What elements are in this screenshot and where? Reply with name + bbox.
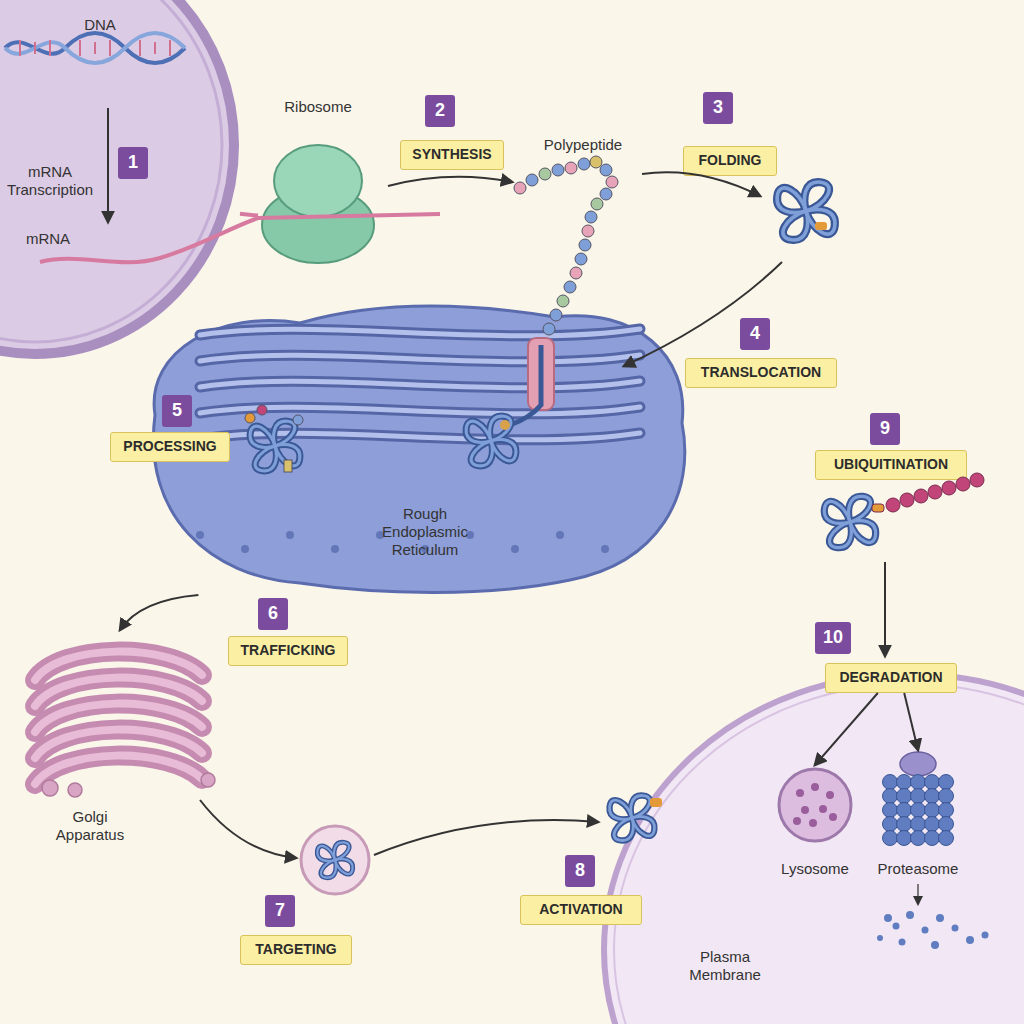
callout-number: 10 (815, 622, 851, 654)
plasma-membrane: Plasma MembraneLysosomeProteasome (600, 670, 1024, 1024)
ribosome: Ribosome (258, 135, 378, 265)
flow-arrow (815, 693, 878, 765)
step-name: PROCESSING (123, 439, 216, 454)
step-label: DEGRADATION (825, 663, 957, 693)
step-label: TRAFFICKING (228, 636, 348, 666)
step-name: TARGETING (255, 942, 336, 957)
dna-helix (5, 33, 185, 63)
callout-number: 5 (172, 401, 182, 421)
step-name: TRAFFICKING (241, 643, 336, 658)
structure-label: Polypeptide (528, 136, 638, 154)
callout-number: 3 (713, 98, 723, 118)
callout-number: 1 (128, 153, 138, 173)
callout-number: 5 (162, 395, 192, 427)
activation-arrow (374, 820, 598, 855)
lysosome: Lysosome (775, 765, 855, 845)
targeting-arrow (200, 800, 296, 858)
ubiquitinated-protein (824, 496, 875, 547)
translocon (528, 338, 554, 410)
callout-number: 2 (435, 101, 445, 121)
active-tag (650, 798, 662, 807)
callout-number: 1 (118, 147, 148, 179)
callout-number: 8 (565, 855, 595, 887)
vesicle-protein (317, 842, 352, 877)
step-name: ACTIVATION (539, 902, 622, 917)
step-name: UBIQUITINATION (834, 457, 948, 472)
orange-tag (815, 222, 827, 230)
translocation-arrow (624, 262, 782, 366)
flow-arrow (904, 693, 918, 750)
step-label: ACTIVATION (520, 895, 642, 925)
step-label: PROCESSING (110, 432, 230, 462)
synthesis-arrow (388, 177, 512, 186)
step-name: SYNTHESIS (412, 147, 491, 162)
plasma-membrane-shape (600, 670, 1024, 1024)
callout-number: 7 (265, 895, 295, 927)
endoplasmic-reticulum: Rough Endoplasmic Reticulum5PROCESSING (130, 295, 700, 595)
polypeptide-chain (514, 156, 618, 335)
step-label: TRANSLOCATION (685, 358, 837, 388)
callout-number: 7 (275, 901, 285, 921)
flow-arrow (240, 214, 258, 216)
transcription-arrow (107, 108, 109, 222)
vesicle (301, 826, 369, 894)
callout-number: 6 (258, 598, 288, 630)
node-label: Rough Endoplasmic Reticulum (370, 505, 480, 559)
er-protein (466, 416, 516, 466)
ribosome-shape (258, 135, 378, 265)
step-name: FOLDING (699, 153, 762, 168)
node-label: DNA (70, 16, 130, 34)
callout-number: 10 (823, 628, 843, 648)
node-label: Plasma Membrane (680, 948, 770, 984)
node-label: Ribosome (268, 98, 368, 116)
node-label: mRNA (18, 230, 78, 248)
callout-number: 4 (750, 324, 760, 344)
step-name: DEGRADATION (839, 670, 942, 685)
proteasome-shape (878, 750, 958, 850)
ubiquitin-chain (872, 473, 984, 512)
node-label: Proteasome (858, 860, 978, 878)
peptide-fragments (877, 911, 989, 949)
lysosome-shape (775, 765, 855, 845)
degradation-arrow (884, 562, 886, 656)
step-label: TARGETING (240, 935, 352, 965)
proteasome: Proteasome (878, 750, 958, 850)
processed-protein (250, 421, 300, 471)
mrna-strand (40, 214, 440, 262)
proteasome-output-arrow (917, 884, 919, 904)
folded-protein (777, 182, 835, 240)
callout-number: 8 (575, 861, 585, 881)
callout-number: 9 (870, 413, 900, 445)
golgi-apparatus-shape (20, 630, 220, 800)
node-label: Golgi Apparatus (45, 808, 135, 844)
step-label: SYNTHESIS (400, 140, 504, 170)
step-name: TRANSLOCATION (701, 365, 821, 380)
callout-number: 3 (703, 92, 733, 124)
flow-arrow (120, 595, 198, 630)
node-label: mRNA Transcription (0, 163, 100, 199)
active-protein (610, 796, 655, 841)
step-label: UBIQUITINATION (815, 450, 967, 480)
callout-number: 4 (740, 318, 770, 350)
callout-number: 2 (425, 95, 455, 127)
nascent-chain (510, 345, 541, 425)
golgi-apparatus: Golgi Apparatus (20, 630, 220, 800)
folding-arrow (642, 172, 760, 196)
callout-number: 6 (268, 604, 278, 624)
callout-number: 9 (880, 419, 890, 439)
nucleus: DNA mRNA Transcription mRNA 1 (0, 0, 240, 360)
er-sugar (500, 420, 510, 430)
glycans (245, 405, 303, 472)
step-label: FOLDING (683, 146, 777, 176)
node-label: Lysosome (765, 860, 865, 878)
